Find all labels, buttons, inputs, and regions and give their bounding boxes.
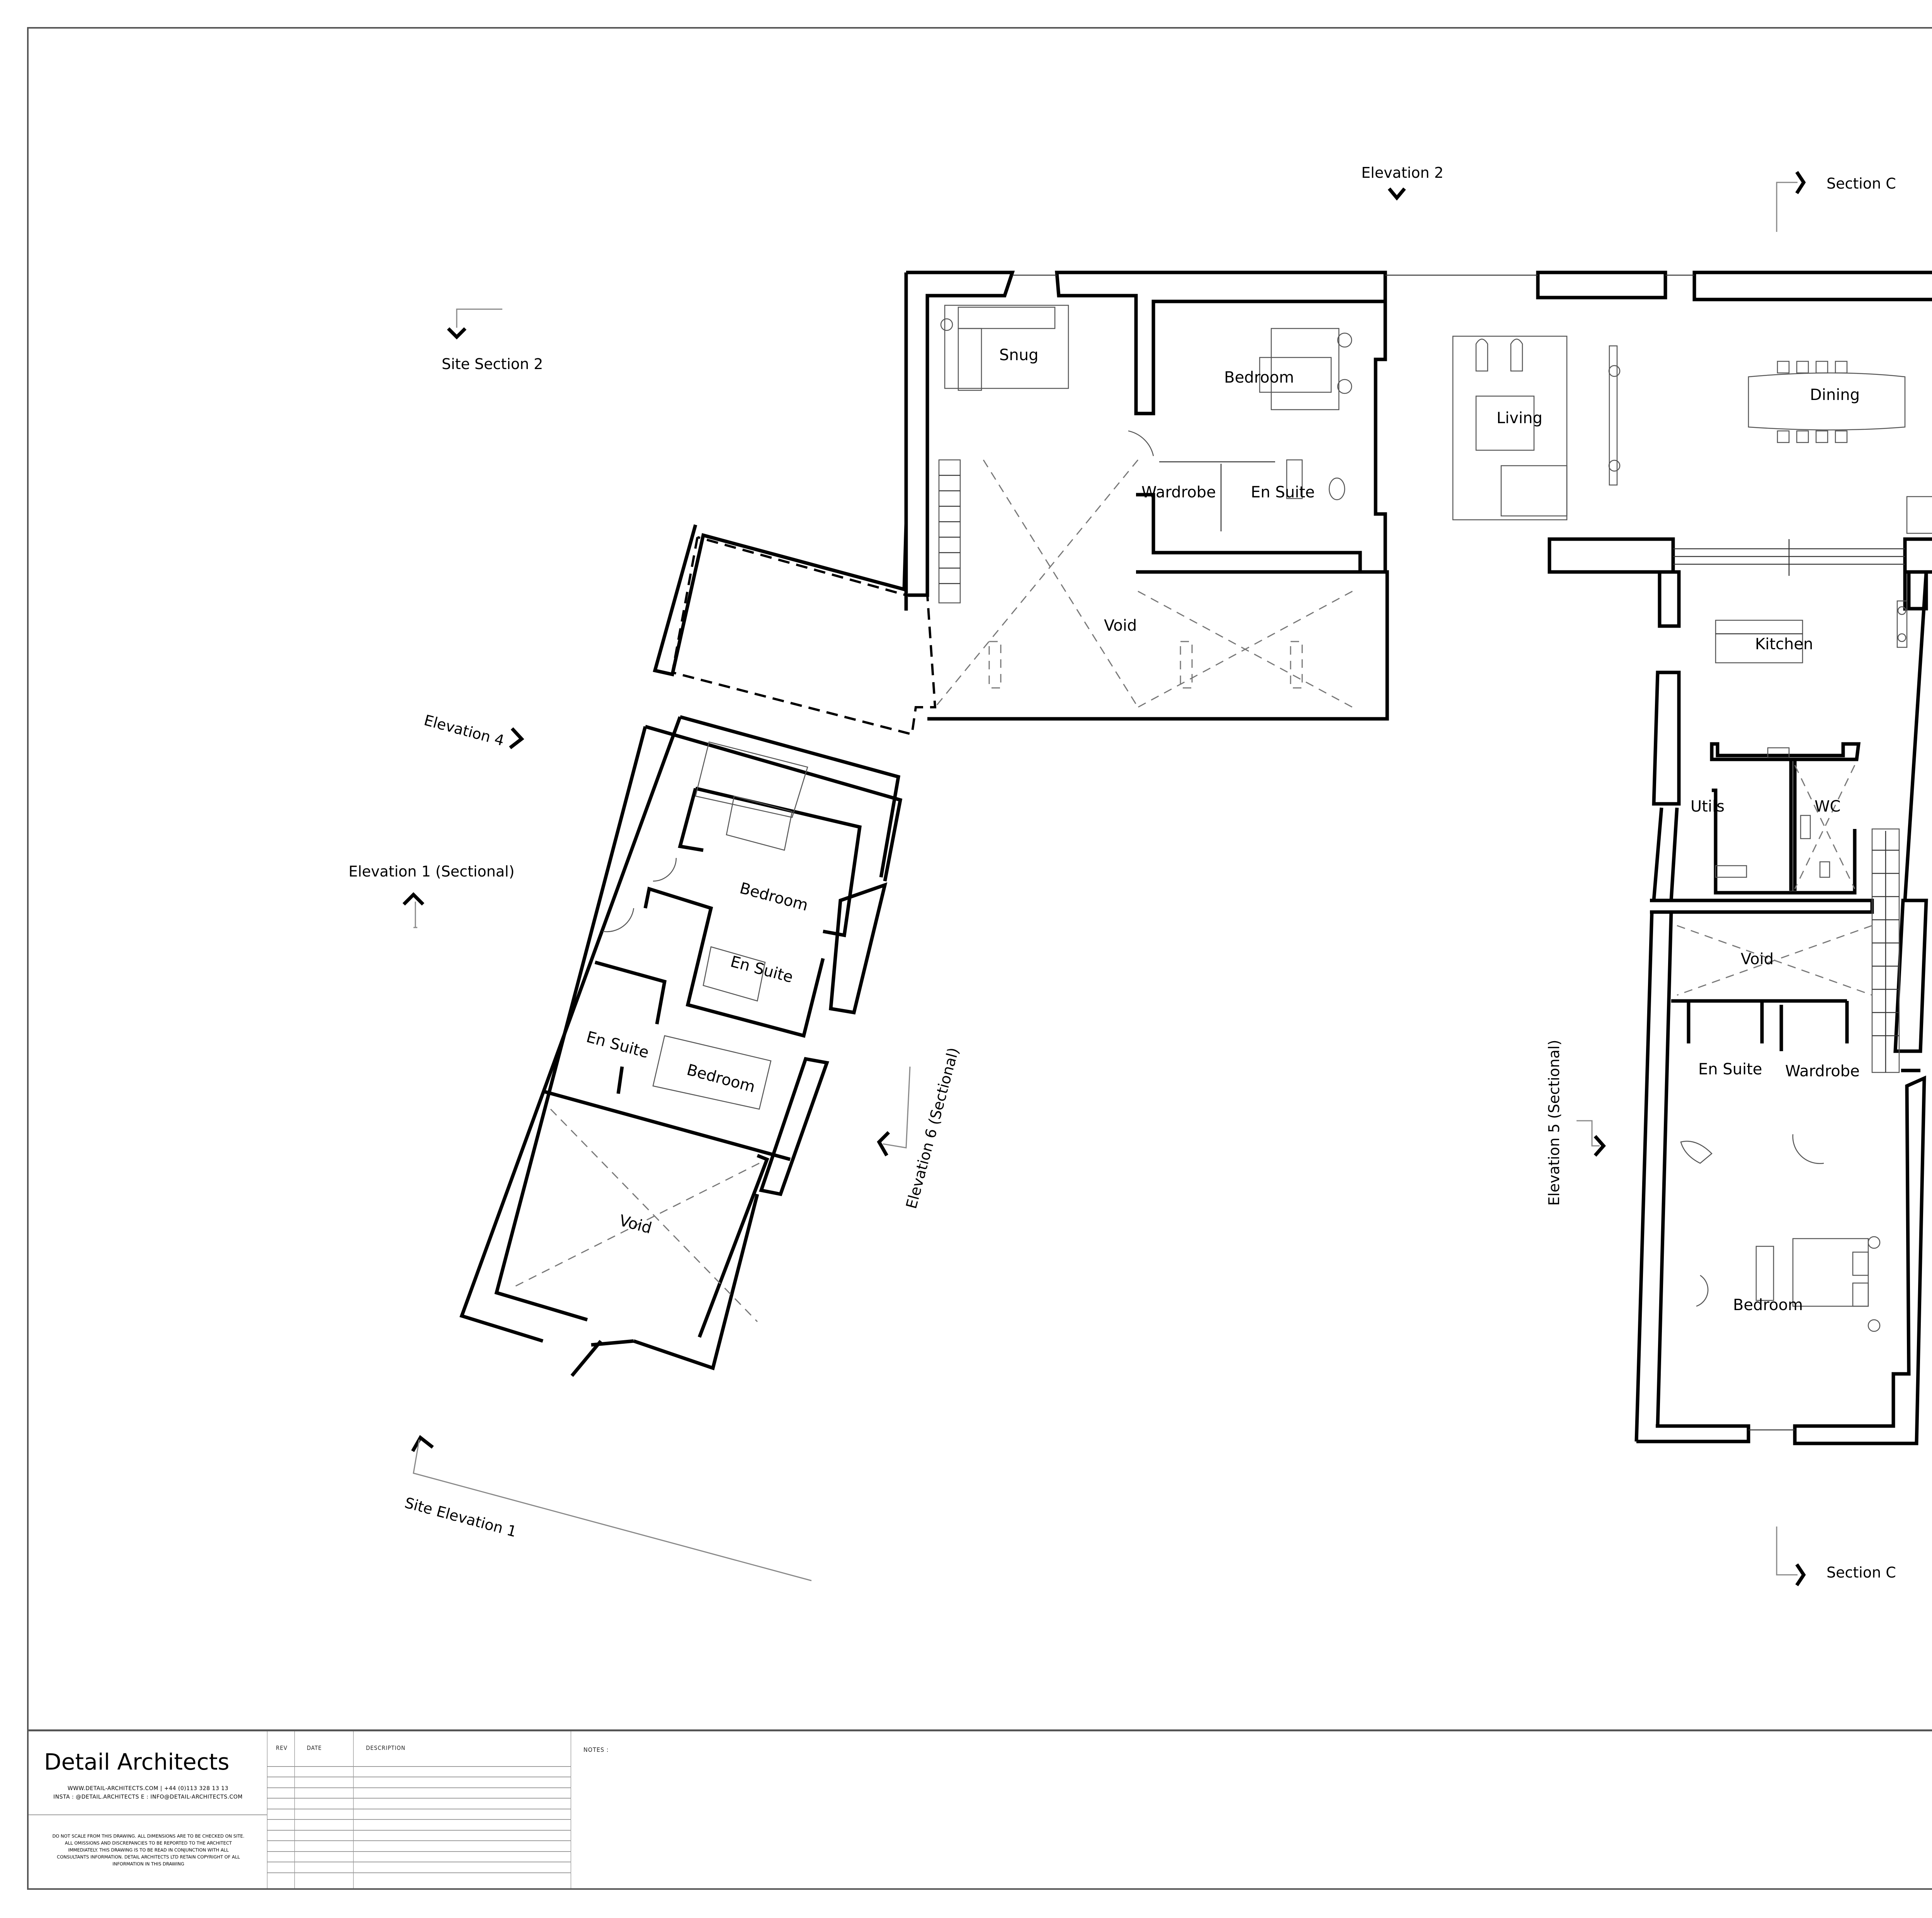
room-label-ensuite: En Suite (1251, 483, 1315, 501)
room-label-utils: Utils (1690, 798, 1725, 815)
chevron-right-icon (1795, 1563, 1806, 1586)
marker-elevation-5: Elevation 5 (Sectional) (1546, 1040, 1563, 1206)
revision-table: REV DATE DESCRIPTION (267, 1731, 571, 1888)
room-label-wardrobe: Wardrobe (1141, 483, 1216, 501)
section-markers: Elevation 2 Section C Section C Site Sec… (349, 164, 1896, 1586)
room-label-dining: Dining (1810, 386, 1860, 404)
room-label-bedroom: Bedroom (738, 879, 810, 914)
firm-social-email: INSTA : @DETAIL.ARCHITECTS E : INFO@DETA… (53, 1794, 243, 1800)
room-label-snug: Snug (999, 346, 1038, 364)
room-label-wc: WC (1815, 798, 1840, 815)
stair-kitchen (1673, 539, 1905, 576)
marker-elevation-6: Elevation 6 (Sectional) (903, 1046, 962, 1210)
room-label-ensuite: En Suite (1698, 1060, 1762, 1078)
marker-section-c-bottom: Section C (1827, 1564, 1896, 1581)
north-range-walls (904, 271, 1932, 721)
marker-section-c-top: Section C (1827, 175, 1896, 192)
room-label-wardrobe: Wardrobe (1785, 1062, 1860, 1080)
chevron-right-icon (1594, 1135, 1606, 1157)
room-label-kitchen: Kitchen (1755, 635, 1813, 653)
room-label-bedroom: Bedroom (685, 1061, 757, 1096)
chevron-right-icon (1795, 171, 1806, 194)
title-block: Detail Architects WWW.DETAIL-ARCHITECTS.… (29, 1729, 1932, 1888)
chevron-up-icon (411, 1435, 434, 1452)
notes-panel: NOTES : (571, 1731, 1932, 1888)
marker-site-elevation-1: Site Elevation 1 (403, 1494, 519, 1540)
chevron-down-icon (447, 327, 467, 340)
east-wing-walls (1634, 570, 1928, 1445)
rev-header: REV (276, 1744, 288, 1751)
marker-elevation-1-left: Elevation 1 (Sectional) (349, 863, 515, 880)
firm-name: Detail Architects (44, 1749, 230, 1775)
stair-snug (938, 459, 961, 604)
room-label-bedroom: Bedroom (1224, 369, 1294, 386)
date-header: DATE (307, 1744, 322, 1751)
chevron-right-icon (509, 727, 524, 749)
east-wing-interior (1677, 600, 1908, 1431)
room-label-void: Void (1741, 950, 1774, 968)
firm-panel: Detail Architects WWW.DETAIL-ARCHITECTS.… (29, 1731, 267, 1888)
disclaimer: DO NOT SCALE FROM THIS DRAWING. ALL DIME… (52, 1833, 245, 1867)
west-wing-walls (459, 523, 908, 1377)
room-label-void: Void (617, 1212, 653, 1237)
chevron-left-icon (877, 1131, 890, 1157)
room-label-bedroom: Bedroom (1733, 1296, 1803, 1314)
marker-site-section-2-left: Site Section 2 (442, 356, 543, 373)
notes-label: NOTES : (583, 1746, 609, 1753)
chevron-up-icon (402, 892, 425, 906)
room-label-living: Living (1497, 409, 1543, 427)
stair-east (1871, 828, 1900, 1073)
room-labels: Snug Bedroom Wardrobe En Suite Living Di… (584, 346, 1860, 1314)
drawing-sheet-border (27, 27, 1932, 1890)
marker-elevation-2: Elevation 2 (1361, 164, 1444, 181)
firm-web-phone: WWW.DETAIL-ARCHITECTS.COM | +44 (0)113 3… (67, 1785, 229, 1792)
description-header: DESCRIPTION (366, 1744, 406, 1751)
room-label-ensuite: En Suite (584, 1028, 651, 1062)
marker-elevation-4: Elevation 4 (422, 711, 506, 749)
chevron-down-icon (1388, 187, 1406, 201)
room-label-void: Void (1104, 617, 1137, 635)
north-range-interior (934, 274, 1932, 708)
west-wing-interior (514, 536, 937, 1322)
